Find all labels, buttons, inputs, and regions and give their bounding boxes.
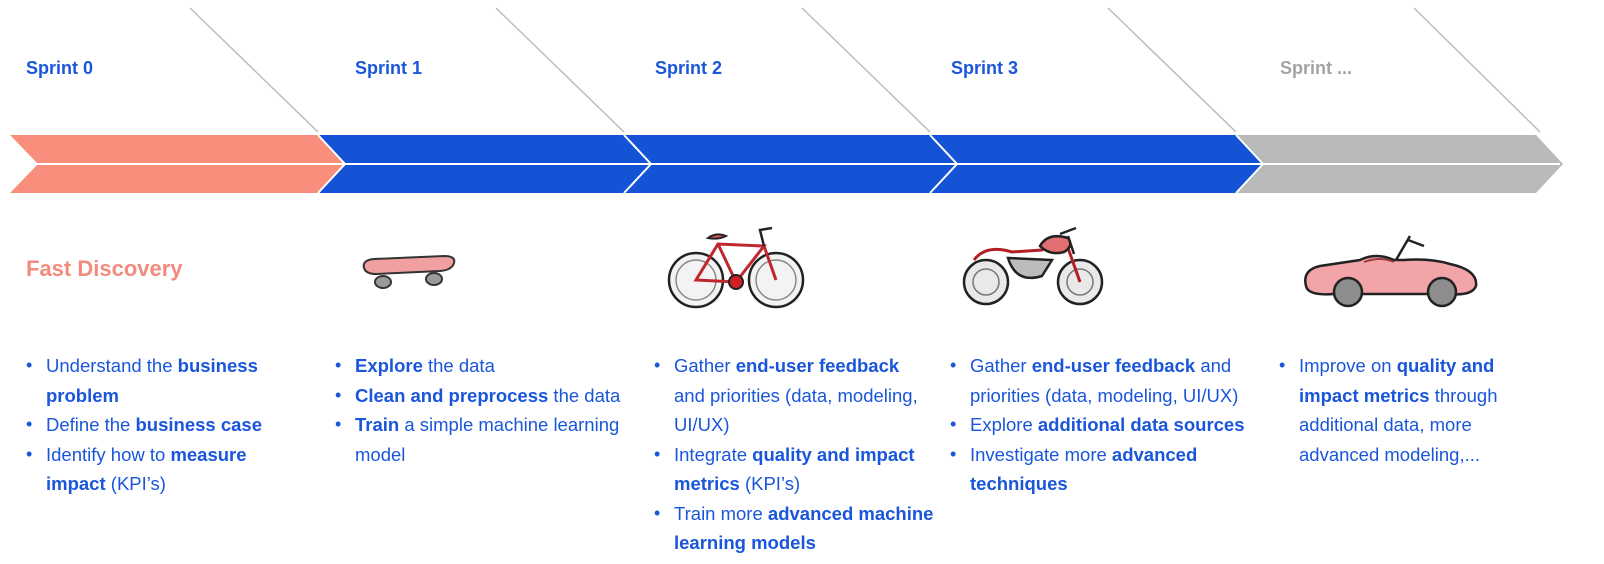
bullet-text: Understand the bbox=[46, 355, 178, 376]
sprint-3-label: Sprint 3 bbox=[951, 58, 1019, 78]
bullet-emphasis: advanced machine learning models bbox=[674, 502, 934, 554]
bullet-text: Improve on bbox=[1299, 355, 1397, 376]
bullet-text: Identify how to bbox=[46, 443, 171, 465]
bullet-text: Integrate bbox=[674, 443, 753, 465]
bullet-item: Gather end-user feedback and priorities … bbox=[654, 351, 934, 440]
bullet-emphasis: advanced techniques bbox=[970, 443, 1198, 495]
bullet-emphasis: Train bbox=[355, 414, 400, 435]
bullet-item: Integrate quality and impact metrics (KP… bbox=[654, 440, 934, 499]
bullet-text: a simple machine learning model bbox=[355, 414, 620, 465]
sprint-1-label: Sprint 1 bbox=[355, 58, 423, 78]
bullet-item: Train a simple machine learning model bbox=[335, 410, 645, 469]
sprint-0-bullets: Understand the business problemDefine th… bbox=[26, 351, 311, 499]
bullet-text: through additional data, more advanced m… bbox=[1299, 384, 1498, 465]
sprint-3-bullets: Gather end-user feedback and priorities … bbox=[950, 351, 1268, 499]
divider-line bbox=[495, 7, 625, 133]
motorcycle-icon bbox=[962, 226, 1104, 306]
chevron-separator bbox=[929, 134, 959, 194]
sprint-future-bullets: Improve on quality and impact metrics th… bbox=[1279, 351, 1534, 469]
bullet-emphasis: business case bbox=[135, 414, 262, 435]
bullet-text: and priorities (data, modeling, UI/UX) bbox=[970, 355, 1239, 406]
phase-title-fast-discovery: Fast Discovery bbox=[26, 256, 183, 281]
skateboard-icon bbox=[362, 254, 456, 289]
bullet-item: Investigate more advanced techniques bbox=[950, 440, 1268, 499]
bullet-emphasis: end-user feedback bbox=[1031, 355, 1196, 376]
bullet-item: Improve on quality and impact metrics th… bbox=[1279, 351, 1534, 469]
chevron-separator bbox=[317, 134, 347, 194]
bullet-text: Train more bbox=[674, 502, 768, 524]
bullet-item: Train more advanced machine learning mod… bbox=[654, 499, 934, 558]
bullet-item: Clean and preprocess the data bbox=[335, 381, 645, 411]
bullet-emphasis: quality and impact metrics bbox=[674, 443, 915, 495]
bullet-text: Define the bbox=[46, 414, 136, 435]
bullet-item: Define the business case bbox=[26, 410, 311, 440]
bullet-emphasis: additional data sources bbox=[1037, 414, 1245, 435]
bullet-text: Gather bbox=[674, 355, 736, 376]
bullet-emphasis: business problem bbox=[46, 355, 258, 406]
divider-line bbox=[801, 7, 931, 133]
bullet-item: Explore additional data sources bbox=[950, 410, 1268, 440]
chevron-separator bbox=[1235, 134, 1265, 194]
bullet-text: the data bbox=[548, 384, 621, 406]
bullet-emphasis: Clean and preprocess bbox=[355, 384, 549, 406]
sprint-1-bullets: Explore the dataClean and preprocess the… bbox=[335, 351, 645, 469]
chevron-band bbox=[10, 134, 1563, 194]
bullet-text: the data bbox=[422, 355, 495, 376]
bullet-text: (KPI’s) bbox=[739, 473, 801, 494]
bullet-emphasis: quality and impact metrics bbox=[1299, 355, 1495, 406]
car-icon bbox=[1304, 235, 1478, 308]
bullet-emphasis: Explore bbox=[355, 355, 423, 376]
sprint-0-label: Sprint 0 bbox=[26, 58, 94, 78]
bullet-item: Understand the business problem bbox=[26, 351, 311, 410]
sprint-future-label: Sprint ... bbox=[1280, 58, 1352, 78]
bullet-text: Gather bbox=[970, 355, 1032, 376]
bullet-item: Identify how to measure impact (KPI’s) bbox=[26, 440, 311, 499]
sprint-2-bullets: Gather end-user feedback and priorities … bbox=[654, 351, 934, 558]
sprint-2-label: Sprint 2 bbox=[655, 58, 723, 78]
divider-line bbox=[189, 7, 319, 133]
bullet-text: Investigate more bbox=[970, 443, 1112, 465]
bullet-text: and priorities (data, modeling, UI/UX) bbox=[674, 384, 918, 436]
divider-line bbox=[1413, 7, 1541, 133]
divider-line bbox=[1107, 7, 1237, 133]
bullet-emphasis: measure impact bbox=[46, 443, 247, 495]
bullet-text: Explore bbox=[970, 414, 1038, 435]
chevron-separator bbox=[623, 134, 653, 194]
bullet-emphasis: end-user feedback bbox=[735, 355, 900, 376]
bullet-text: (KPI’s) bbox=[105, 473, 166, 494]
divider-lines bbox=[189, 7, 1541, 133]
bullet-item: Explore the data bbox=[335, 351, 645, 381]
bicycle-icon bbox=[667, 226, 805, 309]
bullet-item: Gather end-user feedback and priorities … bbox=[950, 351, 1268, 410]
